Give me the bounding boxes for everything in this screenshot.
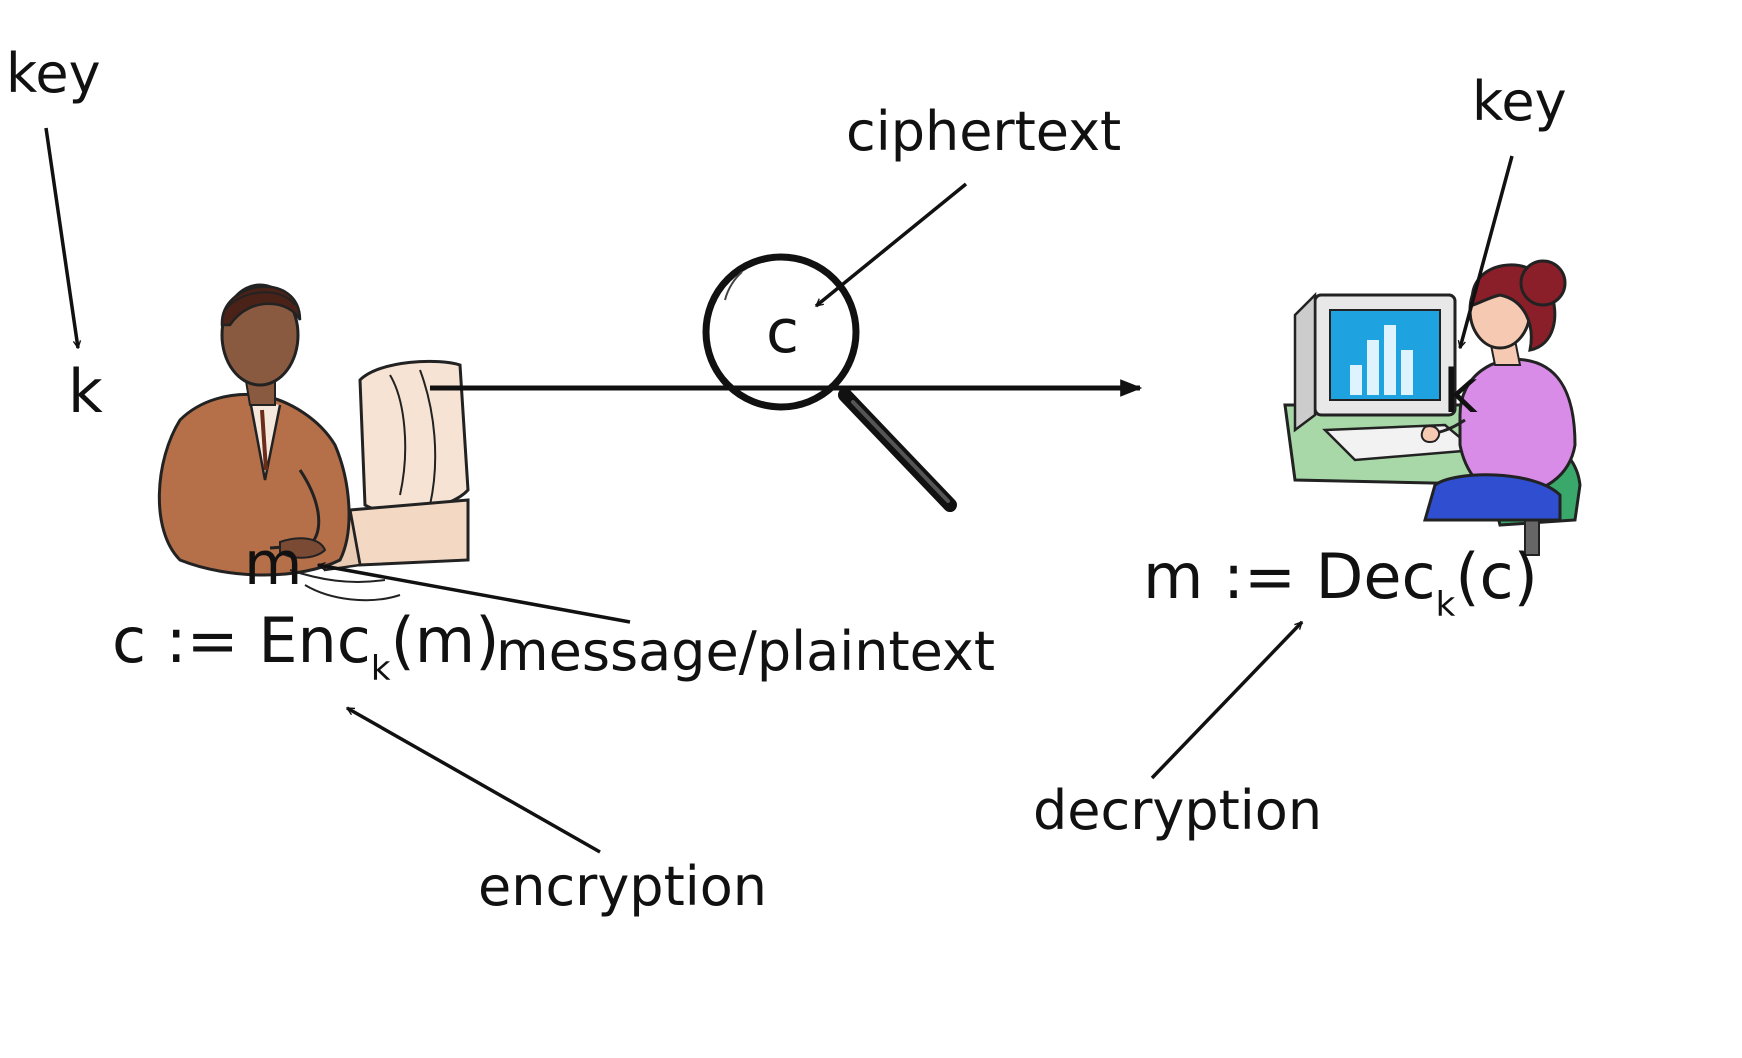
- ciphertext-label: ciphertext: [846, 100, 1121, 163]
- decrypt-formula: m := Deck(c): [1143, 540, 1538, 625]
- plaintext-label: message/plaintext: [496, 620, 995, 683]
- magnifying-glass-icon: [702, 253, 957, 512]
- woman-at-computer-icon: [1283, 259, 1582, 556]
- plaintext-arrow: [318, 565, 631, 624]
- key-right-arrow: [1460, 155, 1514, 348]
- decryption-label: decryption: [1033, 779, 1322, 842]
- encryption-arrow: [347, 706, 601, 854]
- encrypt-formula-prefix: c := Enc: [112, 604, 371, 677]
- message-m: m: [244, 529, 302, 599]
- ciphertext-arrow: [816, 182, 968, 308]
- key-left-arrow: [44, 127, 78, 348]
- encrypt-formula-suffix: (m): [391, 604, 500, 677]
- decrypt-formula-suffix: (c): [1455, 540, 1537, 613]
- k-right: k: [1443, 357, 1478, 427]
- encrypt-formula: c := Enck(m): [112, 604, 499, 689]
- decryption-arrow: [1150, 620, 1304, 780]
- man-at-computer-icon: [157, 283, 470, 602]
- decrypt-formula-prefix: m := Dec: [1143, 540, 1436, 613]
- decrypt-formula-subscript: k: [1436, 585, 1456, 625]
- k-left: k: [68, 357, 103, 427]
- ciphertext-c: c: [766, 297, 799, 367]
- encrypt-formula-subscript: k: [371, 649, 391, 689]
- key-label-left: key: [6, 42, 101, 105]
- encryption-label: encryption: [478, 855, 767, 918]
- key-label-right: key: [1472, 70, 1567, 133]
